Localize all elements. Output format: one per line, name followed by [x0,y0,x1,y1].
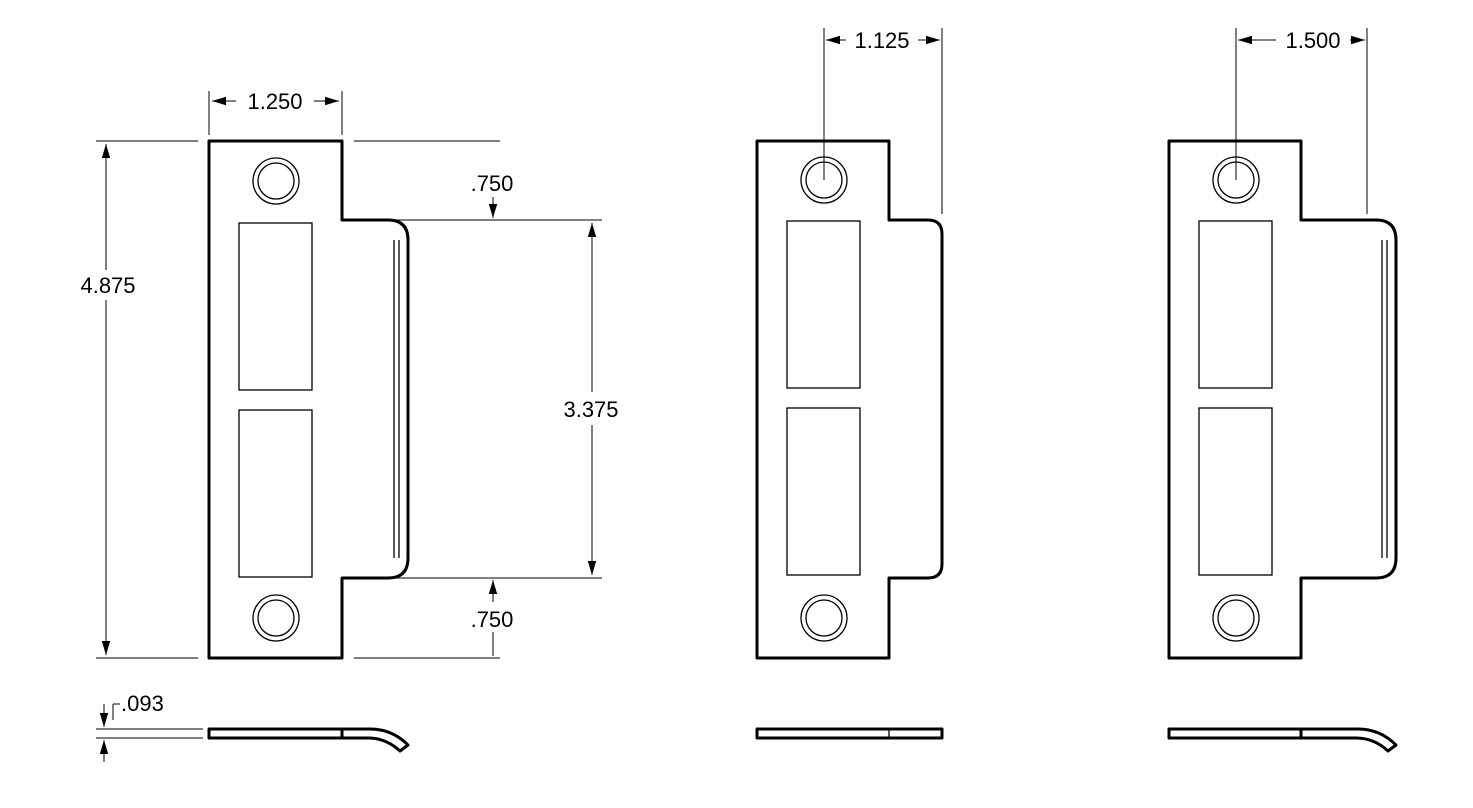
dim-thickness: .093 [121,691,164,716]
plate-outline-right [1167,139,1398,660]
dim-lip-length-long: 1.500 [1285,28,1340,53]
dim-bottom-offset: .750 [471,607,514,632]
strike-plate-front-view-middle [755,139,944,660]
strike-plate-front-view-right [1167,139,1398,660]
strike-plate-front-view-left [207,139,410,660]
strike-plate-side-view-middle [755,727,944,740]
screw-hole-bottom-inner [1217,599,1255,637]
plate-outline-middle [755,139,944,660]
screw-hole-bottom [252,594,300,642]
screw-hole-top [252,157,300,205]
latch-opening-lower [238,409,313,578]
latch-opening-upper [238,222,313,391]
screw-hole-bottom [1212,594,1260,642]
dim-lip-height: 3.375 [563,397,618,422]
screw-hole-top-inner [257,162,295,200]
dim-plate-width: 1.250 [247,89,302,114]
screw-hole-bottom-inner [257,599,295,637]
dim-top-offset: .750 [471,171,514,196]
latch-opening-upper [786,220,861,389]
dimensions-middle-view: 1.125 [823,28,943,214]
latch-opening-lower [1198,407,1273,576]
dimensions-left-view: 1.250 4.875 .750 3.375 .750 [80,89,619,659]
plate-outline-left [207,139,410,660]
dim-lip-length-short: 1.125 [854,28,909,53]
screw-hole-bottom [800,594,848,642]
dim-overall-height: 4.875 [80,273,135,298]
latch-opening-upper [1198,220,1273,389]
latch-opening-lower [786,407,861,576]
strike-plate-side-view-right [1167,727,1398,753]
screw-hole-bottom-inner [805,599,843,637]
strike-plate-side-view-left: .093 [96,691,410,762]
dimensions-right-view: 1.500 [1235,28,1368,214]
